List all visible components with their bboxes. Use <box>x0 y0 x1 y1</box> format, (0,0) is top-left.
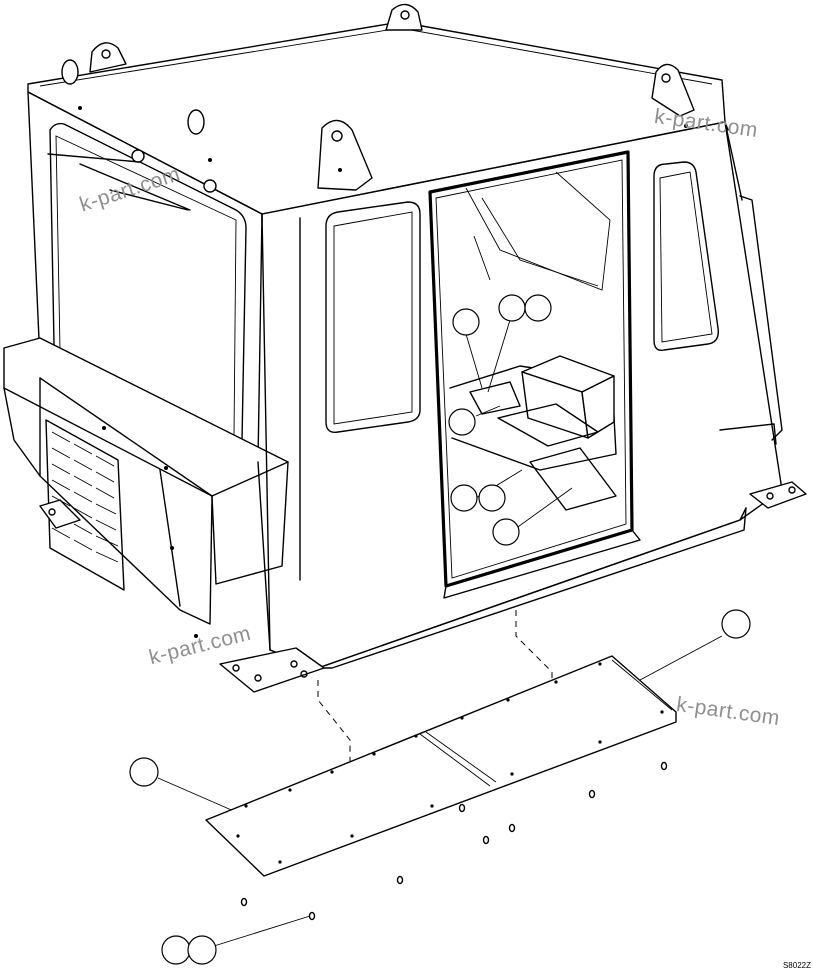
floor-plate <box>205 655 677 877</box>
callout-11 <box>187 935 217 965</box>
callout-7 <box>492 518 520 546</box>
callout-2 <box>498 294 526 322</box>
lifting-lugs <box>89 3 695 191</box>
rivets <box>78 106 688 638</box>
callout-10 <box>161 935 191 965</box>
callout-9 <box>129 757 159 787</box>
callout-1 <box>452 308 480 336</box>
cab-door-opening <box>428 150 641 599</box>
callout-leaders <box>157 319 723 947</box>
callout-5 <box>450 484 478 512</box>
callout-6 <box>478 484 506 512</box>
callout-bubbles <box>129 294 751 965</box>
cab-base <box>219 423 807 693</box>
front-mount-foot <box>39 499 81 529</box>
callout-4 <box>448 408 476 436</box>
callout-8 <box>721 609 751 639</box>
roof-lamps <box>61 59 205 135</box>
callout-3 <box>524 294 552 322</box>
drawing-code: S8022Z <box>782 961 811 970</box>
loose-fasteners <box>240 761 668 921</box>
cab-side-face <box>257 121 783 669</box>
front-lower-console <box>3 337 289 625</box>
